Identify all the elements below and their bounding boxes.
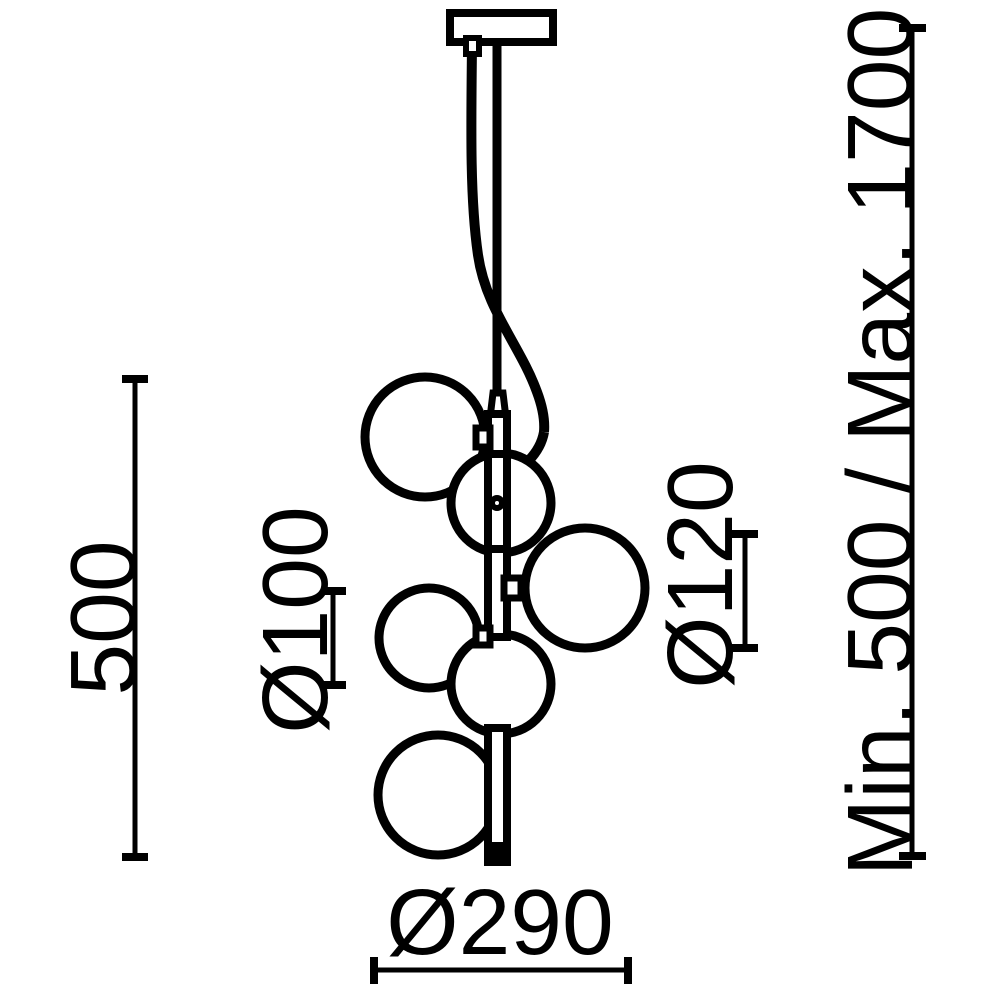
cable-path [466,42,550,433]
rod-segment-3 [484,724,511,866]
dimension-height-left: 500 [51,375,155,861]
dimension-label-globe-large: Ø120 [648,461,752,689]
globe-group [360,372,650,860]
rod-hole-overlay [489,495,505,511]
connector-overlay-top-left [472,424,494,451]
dimension-height-right: Min. 500 / Max. 1700 [828,8,932,876]
dimension-globe-small: Ø100 [243,506,347,734]
dimension-globe-large: Ø120 [648,461,758,689]
globe-center [446,629,556,739]
dimension-width-bottom: Ø290 [370,870,632,984]
dimension-label-height-right: Min. 500 / Max. 1700 [828,8,932,876]
dimension-label-width-bottom: Ø290 [386,870,614,974]
rod-bottom-cap [485,842,510,865]
connector-overlay-right [500,574,525,602]
globe-bottom-left [373,730,503,860]
connector-overlay-mid-left [472,624,494,649]
dimension-label-globe-small: Ø100 [243,506,347,734]
dimension-label-height-left: 500 [51,540,155,695]
globe-connector-overlay [472,424,525,649]
cable-grommet [463,35,482,57]
globe-right [520,523,650,653]
